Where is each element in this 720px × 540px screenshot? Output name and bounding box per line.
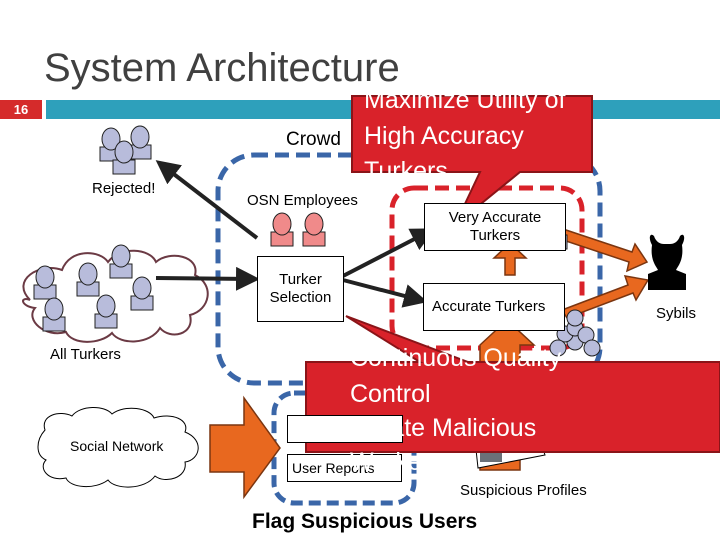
user-reports-box: User Reports xyxy=(287,454,402,482)
turker-selection-line1: Turker xyxy=(279,271,322,288)
accurate-turkers-label: Accurate Turkers xyxy=(432,298,546,315)
suspicious-profiles-label: Suspicious Profiles xyxy=(460,482,587,499)
very-accurate-line1: Very Accurate xyxy=(448,209,542,226)
sybil-devil-icon xyxy=(648,234,686,290)
accurate-turkers-box: Accurate Turkers xyxy=(423,283,565,331)
bottom-callout-shape xyxy=(305,315,720,453)
osn-employees-icon xyxy=(270,212,326,247)
social-network-arrow xyxy=(209,395,281,500)
all-turkers-label: All Turkers xyxy=(50,346,121,363)
top-callout-shape xyxy=(351,95,593,226)
very-accurate-arrow xyxy=(342,228,436,278)
bottom-callout-line3: Locate Malicious xyxy=(350,414,537,442)
bottom-callout-line2: Control xyxy=(350,380,431,408)
social-network-label: Social Network xyxy=(70,438,164,454)
very-accurate-turkers-box: Very Accurate Turkers xyxy=(424,203,566,251)
user-reports-label: User Reports xyxy=(292,460,375,476)
turker-selection-box: Turker Selection xyxy=(257,256,344,322)
rejected-label: Rejected! xyxy=(92,180,156,197)
social-network-cloud-icon xyxy=(37,407,199,488)
top-callout-line1: Maximize Utility of xyxy=(364,86,566,114)
bottom-callout-bullet: • xyxy=(312,414,321,442)
sybil-arrow-top xyxy=(556,227,649,273)
flag-input-box xyxy=(287,415,403,443)
flag-suspicious-users-label: Flag Suspicious Users xyxy=(252,510,478,533)
select-arrow xyxy=(155,266,260,291)
slide-number: 16 xyxy=(0,100,42,119)
reject-arrow xyxy=(155,160,259,240)
all-turkers-cloud-icon xyxy=(22,249,209,343)
bottom-callout-line4: Workers xyxy=(350,448,443,476)
very-accurate-line2: Turkers xyxy=(469,227,521,244)
rejected-turkers-icon xyxy=(99,125,152,175)
accurate-arrow xyxy=(342,278,428,308)
turker-selection-line2: Selection xyxy=(269,289,332,306)
bottom-callout-line1: Continuous Quality xyxy=(350,344,562,372)
accurate-turkers-crowd-icon xyxy=(549,309,601,357)
crowd-label: Crowd xyxy=(286,129,341,150)
slide-title: System Architecture xyxy=(44,46,400,90)
osn-employees-label: OSN Employees xyxy=(247,192,358,209)
top-callout-line3: Turkers xyxy=(364,157,448,185)
top-callout-line2: High Accuracy xyxy=(364,122,524,150)
sybils-label: Sybils xyxy=(656,305,697,322)
